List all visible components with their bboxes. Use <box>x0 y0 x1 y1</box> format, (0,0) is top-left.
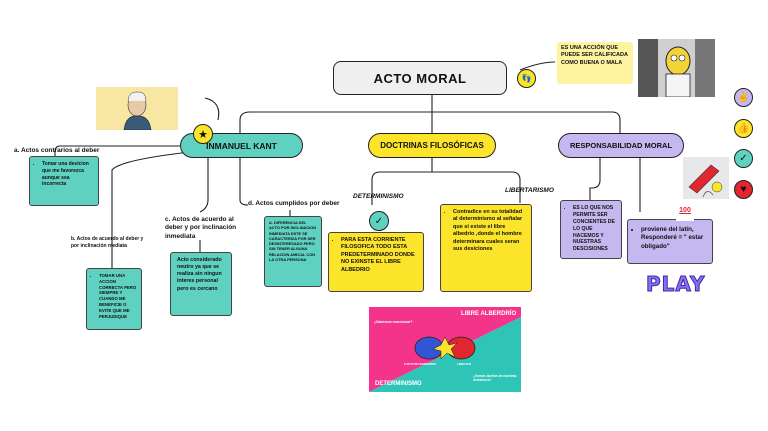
banner-q2: ¿Somos dueños de nuestras decisiones? <box>473 374 517 382</box>
banner-c1: FUTUR DETERMINISMO <box>404 362 437 366</box>
peace-icon[interactable]: ✌ <box>734 88 753 107</box>
cartoon-image <box>638 39 715 97</box>
libertarismo-note: Contradice en su totalidad al determinis… <box>440 204 532 292</box>
check-icon[interactable]: ✓ <box>734 149 753 168</box>
kant-d-label: d. Actos cumplidos por deber <box>248 200 340 207</box>
star-icon: ★ <box>193 124 213 144</box>
responsabilidad-node: RESPONSABILIDAD MORAL <box>558 133 684 158</box>
kant-a-note: Tomar una desicion que me favorezca aunq… <box>29 156 99 206</box>
kant-b-label: b. Actos de acuerdo al deber y por incli… <box>71 236 144 249</box>
kant-b-note: TOMAR UNA ACCION CORRECTA PERO SIEMPRE Y… <box>86 268 142 330</box>
kant-d-note: A. DIFERENCIA DEL ACTO POR INCLINACION I… <box>264 216 322 287</box>
illustration-image <box>683 157 729 199</box>
determinismo-note: PARA ESTA CORRIENTE FILOSOFICA TODO ESTA… <box>328 232 424 292</box>
kant-a-label: a. Actos contrarios al deber <box>14 147 100 154</box>
responsabilidad-note-1: ES LO QUE NOS PERMITE SER CONCIENTES DE … <box>560 200 622 259</box>
kant-portrait <box>96 87 178 130</box>
page-title: ACTO MORAL <box>333 61 507 95</box>
play-label[interactable]: PLAY <box>645 272 706 297</box>
libre-albedrio-banner: LIBRE ALBERDRÍO ¿Sabemos reaccionar? FUT… <box>369 307 521 392</box>
check-circle-icon: ✓ <box>369 211 389 231</box>
kant-c-label: c. Actos de acuerdo al deber y por incli… <box>165 216 237 240</box>
kant-a-text: Tomar una desicion que me favorezca aunq… <box>42 161 94 188</box>
responsabilidad-text-1: ES LO QUE NOS PERMITE SER CONCIENTES DE … <box>573 205 617 253</box>
banner-c2: LIBERTAD <box>457 362 471 366</box>
kant-c-note: Acto considerado neutro ya que se realiz… <box>170 252 232 316</box>
kant-b-text: TOMAR UNA ACCION CORRECTA PERO SIEMPRE Y… <box>99 273 137 319</box>
footprints-icon: 👣 <box>517 69 536 88</box>
banner-q1: ¿Sabemos reaccionar? <box>374 320 413 324</box>
responsabilidad-note-2: proviene del latín, Responderé = " estar… <box>627 219 713 264</box>
hundred-badge: 100 <box>676 207 694 221</box>
banner-bottom-label: DETERMINISMO <box>375 381 422 387</box>
banner-top-label: LIBRE ALBERDRÍO <box>461 311 517 317</box>
determinismo-label: DETERMINISMO <box>353 193 404 200</box>
libertarismo-label: LIBERTARISMO <box>505 187 554 194</box>
doctrinas-node: DOCTRINAS FILOSÓFICAS <box>368 133 496 158</box>
acto-moral-note: ES UNA ACCIÓN QUE PUEDE SER CALIFICADA C… <box>557 42 633 84</box>
responsabilidad-text-2: proviene del latín, Responderé = " estar… <box>641 226 707 251</box>
heart-icon[interactable]: ♥ <box>734 180 753 199</box>
thumbs-up-icon[interactable]: 👍 <box>734 119 753 138</box>
libertarismo-text: Contradice en su totalidad al determinis… <box>453 209 527 254</box>
determinismo-text: PARA ESTA CORRIENTE FILOSOFICA TODO ESTA… <box>341 237 419 274</box>
